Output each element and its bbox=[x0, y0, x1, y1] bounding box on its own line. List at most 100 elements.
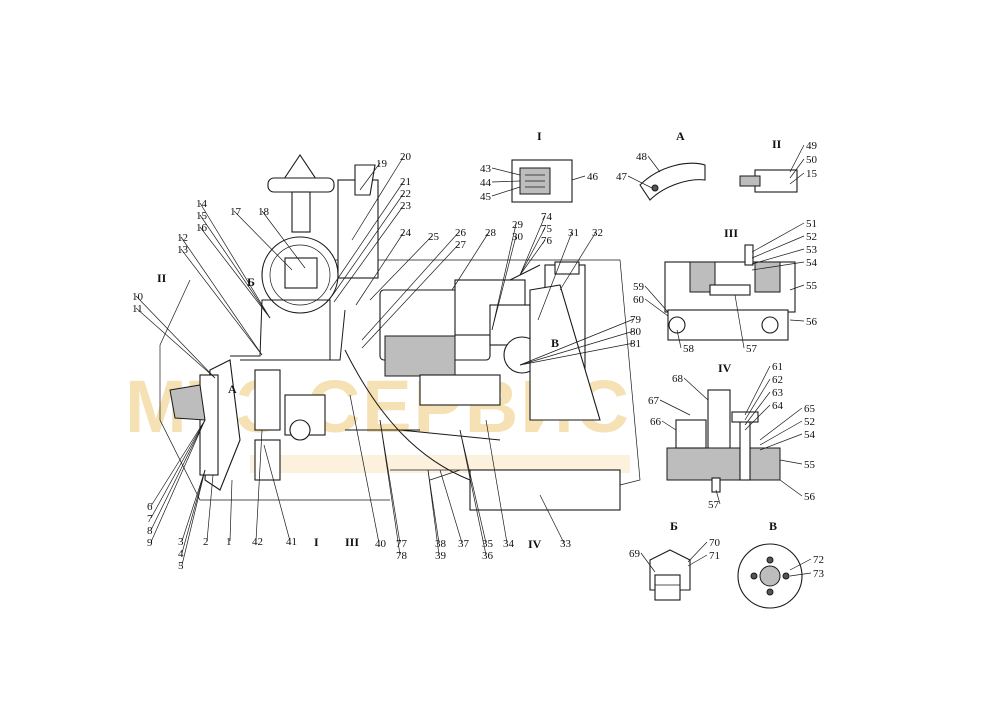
fuel-line-2 bbox=[240, 309, 346, 361]
part-label-24: 24 bbox=[400, 227, 412, 239]
leader-line bbox=[263, 444, 291, 542]
leader-line bbox=[491, 180, 521, 183]
view_I-part-44-1: 44 bbox=[480, 177, 492, 189]
view-V-hole-1 bbox=[766, 556, 774, 564]
leader-line bbox=[789, 558, 812, 571]
leader-line bbox=[559, 231, 597, 291]
leader-line bbox=[647, 155, 661, 173]
leader-line bbox=[640, 552, 656, 573]
leader-line bbox=[751, 261, 805, 271]
view-V-hole-2 bbox=[782, 572, 790, 580]
view-V-center bbox=[759, 565, 781, 587]
view-IV-stud bbox=[711, 477, 721, 493]
leader-line bbox=[789, 158, 805, 179]
view_III-title: III bbox=[724, 226, 738, 240]
part-label-33: 33 bbox=[560, 538, 572, 550]
part-label-28: 28 bbox=[485, 227, 497, 239]
view_IV-part-66-10: 66 bbox=[650, 416, 662, 428]
fuel-pump bbox=[384, 335, 456, 377]
view-III-stud bbox=[744, 244, 754, 266]
leader-line bbox=[659, 399, 691, 416]
part-label-79: 79 bbox=[630, 314, 642, 326]
leader-line bbox=[199, 226, 271, 319]
leader-line bbox=[779, 479, 803, 497]
leader-line bbox=[379, 419, 401, 556]
leader-line bbox=[779, 459, 803, 465]
part-label-14: 14 bbox=[196, 198, 208, 210]
view_IV-part-52-5: 52 bbox=[804, 416, 815, 428]
leader-line bbox=[333, 204, 405, 303]
part-label-4: 4 bbox=[178, 548, 184, 560]
part-label-18: 18 bbox=[258, 206, 270, 218]
leader-line bbox=[150, 419, 206, 519]
view_II-title: II bbox=[772, 137, 782, 151]
part-label-15: 15 bbox=[196, 210, 208, 222]
leader-line bbox=[199, 214, 271, 319]
leader-line bbox=[744, 365, 771, 416]
leader-line bbox=[135, 307, 216, 379]
view_I-title: I bbox=[537, 129, 542, 143]
leader-line bbox=[491, 186, 521, 197]
view_IV-part-55-7: 55 bbox=[804, 459, 816, 471]
radiator-hose bbox=[509, 264, 541, 281]
leader-line bbox=[261, 210, 306, 269]
leader-line bbox=[485, 419, 508, 544]
part-label-34: 34 bbox=[503, 538, 515, 550]
view_III-part-58-7: 58 bbox=[683, 343, 695, 355]
leader-line bbox=[229, 479, 233, 542]
view_A-part-47-0: 47 bbox=[616, 171, 628, 183]
part-label-8: 8 bbox=[147, 525, 153, 537]
leader-line bbox=[180, 236, 263, 356]
view-marker-1: А bbox=[228, 382, 237, 396]
exhaust-pipe bbox=[354, 164, 376, 196]
part-label-41: 41 bbox=[286, 536, 297, 548]
part-label-17: 17 bbox=[230, 206, 242, 218]
view-III-bolt bbox=[709, 284, 751, 296]
part-label-42: 42 bbox=[252, 536, 263, 548]
leader-line bbox=[180, 248, 263, 356]
view_B-part-71-2: 71 bbox=[709, 550, 720, 562]
body-outline-top bbox=[300, 259, 641, 486]
view_I-part-46-3: 46 bbox=[587, 171, 599, 183]
view_IV-part-56-8: 56 bbox=[804, 491, 816, 503]
leader-line bbox=[206, 474, 214, 542]
leader-line bbox=[519, 318, 635, 366]
view_III-part-56-5: 56 bbox=[806, 316, 818, 328]
leader-line bbox=[744, 391, 771, 426]
leader-line bbox=[519, 342, 635, 366]
leader-line bbox=[519, 215, 546, 276]
view_III-part-55-4: 55 bbox=[806, 280, 818, 292]
coarse-filter bbox=[254, 369, 281, 431]
view-III-nut-right bbox=[761, 316, 779, 334]
view_IV-part-65-4: 65 bbox=[804, 403, 816, 415]
leader-line bbox=[369, 235, 433, 301]
leader-line bbox=[491, 223, 517, 331]
leader-line bbox=[519, 330, 635, 366]
part-label-10: 10 bbox=[132, 291, 144, 303]
part-label-29: 29 bbox=[512, 219, 524, 231]
view_III-part-59-8: 59 bbox=[633, 281, 645, 293]
leader-line bbox=[644, 298, 669, 317]
part-label-12: 12 bbox=[177, 232, 188, 244]
leader-line bbox=[676, 329, 682, 349]
fuel-line-1 bbox=[230, 299, 331, 360]
leader-line bbox=[789, 144, 805, 173]
leader-line bbox=[789, 284, 805, 291]
leader-line bbox=[181, 469, 206, 542]
part-label-39: 39 bbox=[435, 550, 447, 562]
view-III-nut-left bbox=[668, 316, 686, 334]
leader-line bbox=[135, 295, 216, 379]
leader-line bbox=[359, 162, 381, 191]
frame-rail bbox=[469, 469, 621, 511]
leader-line bbox=[491, 167, 521, 176]
view_II-part-49-0: 49 bbox=[806, 140, 818, 152]
intake-pipe bbox=[291, 191, 311, 233]
leader-line bbox=[181, 469, 206, 566]
view_IV-part-57-9: 57 bbox=[708, 499, 720, 511]
leader-line bbox=[150, 419, 206, 507]
view_V-title: В bbox=[769, 519, 777, 533]
leader-line bbox=[255, 429, 263, 542]
view-marker-2: Б bbox=[247, 275, 255, 289]
